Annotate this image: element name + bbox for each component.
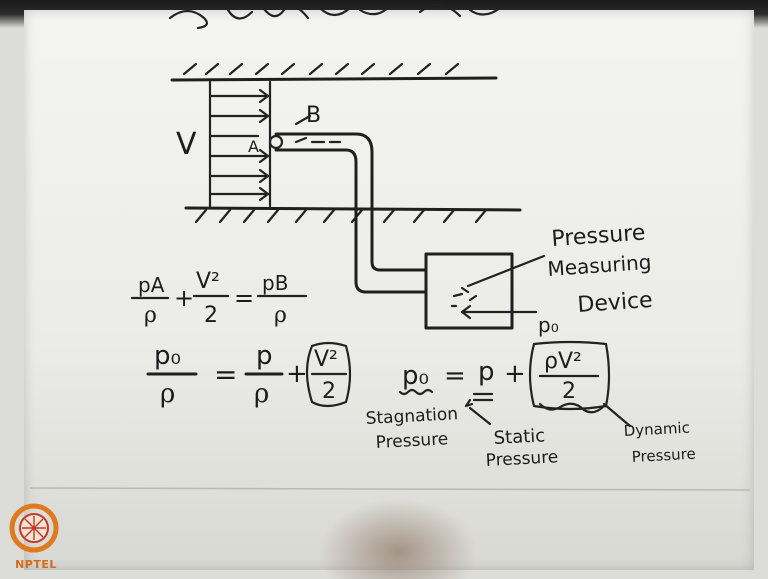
svg-text:ρV²: ρV² (544, 349, 582, 374)
dynamic-label-2: Pressure (631, 445, 696, 466)
svg-text:V²: V² (314, 347, 338, 372)
stagnation-label-2: Pressure (375, 429, 449, 453)
device-p0-label: p₀ (538, 313, 559, 337)
svg-text:+: + (174, 284, 194, 312)
static-label-2: Pressure (485, 447, 559, 471)
presenter-hand (318, 498, 478, 579)
nptel-emblem-icon (9, 503, 59, 553)
svg-text:p₀: p₀ (154, 341, 181, 371)
pressure-device-box (424, 252, 546, 330)
point-a-label: A (248, 137, 259, 156)
svg-text:pA: pA (138, 273, 165, 297)
device-label-line3: Device (577, 288, 654, 318)
svg-text:=: = (214, 358, 237, 391)
bottom-wall (184, 206, 522, 224)
paper-sheet (24, 10, 754, 570)
stagnation-label: Stagnation (365, 404, 458, 429)
svg-text:ρ: ρ (144, 303, 157, 328)
stagnation-equation: p₀ ρ = p ρ + V² 2 (146, 341, 352, 409)
pitot-tube (268, 114, 428, 294)
svg-text:2: 2 (204, 303, 218, 328)
svg-text:2: 2 (562, 379, 576, 404)
heading-fragment (168, 3, 502, 30)
nptel-wordmark: NPTEL (15, 558, 57, 571)
svg-text:V²: V² (196, 269, 220, 294)
svg-text:ρ: ρ (160, 379, 175, 409)
svg-text:p: p (478, 357, 495, 387)
device-label-line2: Measuring (547, 250, 652, 281)
svg-text:=: = (444, 361, 466, 391)
velocity-label: V (176, 127, 197, 162)
device-label-line1: Pressure (551, 220, 646, 251)
top-wall (170, 62, 498, 82)
annotation-arrows (464, 398, 632, 428)
velocity-profile (208, 80, 272, 208)
static-label: Static (493, 425, 545, 449)
total-pressure-equation: p₀ = p + ρV² 2 (398, 340, 611, 414)
svg-text:ρ: ρ (274, 303, 287, 328)
svg-text:ρ: ρ (254, 379, 269, 409)
point-b-label: B (306, 103, 321, 128)
svg-text:=: = (234, 284, 254, 312)
svg-text:2: 2 (322, 379, 336, 404)
svg-text:p: p (256, 341, 273, 371)
svg-text:p₀: p₀ (402, 361, 429, 391)
svg-text:pB: pB (262, 271, 288, 295)
nptel-logo: NPTEL (6, 498, 62, 576)
svg-text:+: + (504, 359, 526, 389)
svg-text:+: + (286, 359, 308, 389)
dynamic-label: Dynamic (623, 419, 690, 440)
bernoulli-equation: pA ρ + V² 2 = pB ρ (130, 269, 308, 328)
